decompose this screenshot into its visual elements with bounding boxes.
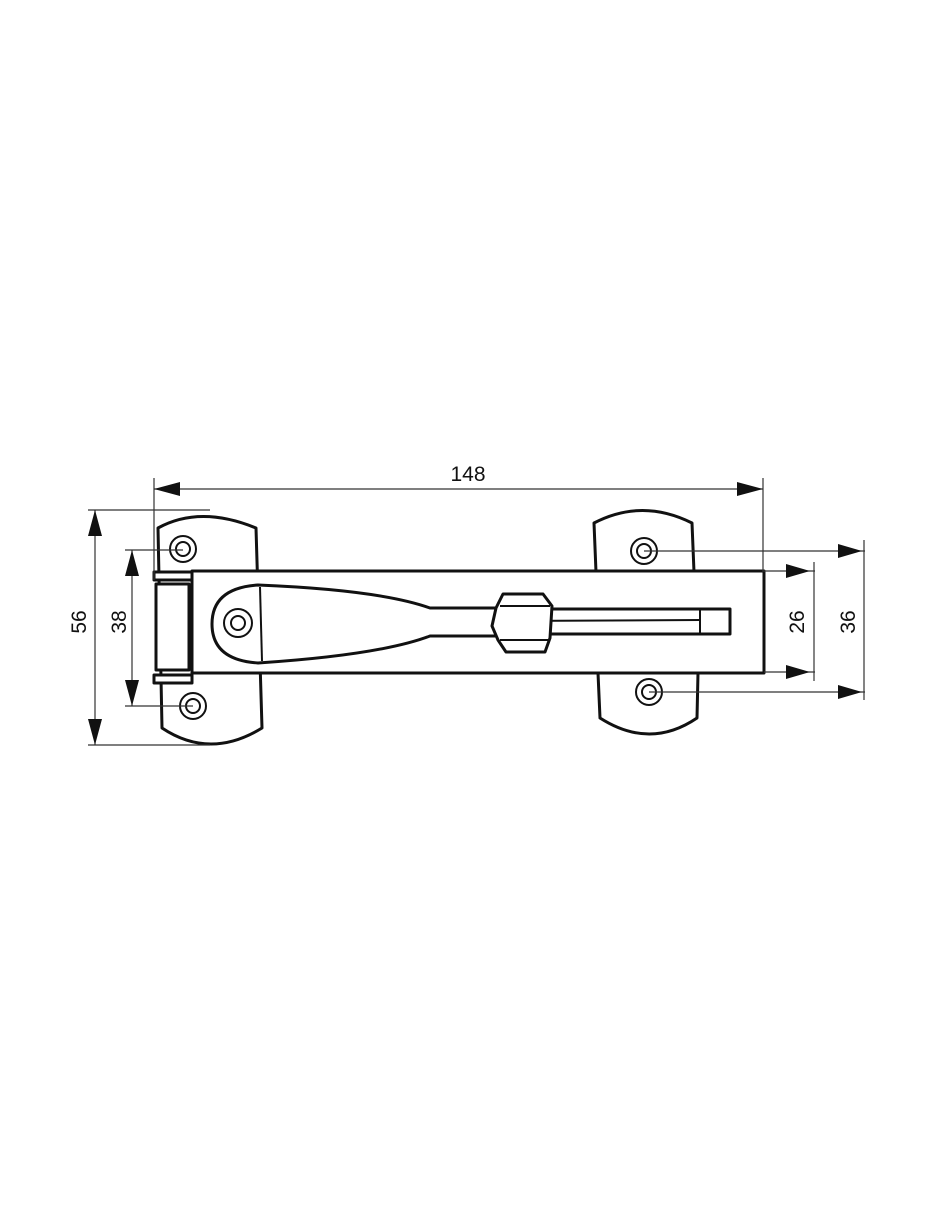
arm-pivot-hole-icon bbox=[223, 608, 253, 638]
left-top-screw-hole-icon bbox=[169, 535, 197, 563]
dimension-overall-length: 148 bbox=[450, 463, 485, 486]
hinge-barrel bbox=[154, 582, 191, 672]
hinge-knuckle-top bbox=[152, 570, 194, 582]
right-mounting-plate bbox=[592, 509, 696, 574]
dimension-bar-height: 26 bbox=[786, 610, 809, 633]
dimension-left-hole-spacing: 38 bbox=[108, 610, 131, 633]
hinge-knuckle-bottom bbox=[152, 673, 194, 685]
slider-knob bbox=[490, 592, 554, 654]
guard-arm bbox=[210, 583, 507, 665]
dimension-right-hole-spacing: 36 bbox=[837, 610, 860, 633]
dimension-left-plate-height: 56 bbox=[68, 610, 91, 633]
